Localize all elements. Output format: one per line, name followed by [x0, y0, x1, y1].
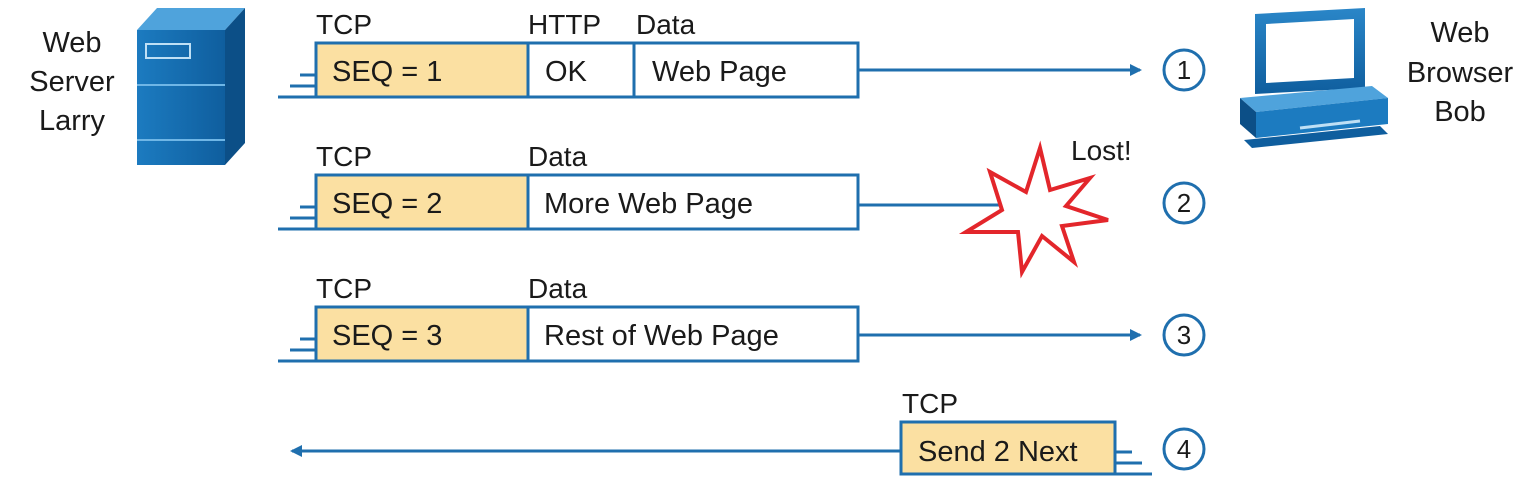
- computer-icon: [1240, 8, 1388, 148]
- segment-3-data: Rest of Web Page: [544, 320, 779, 352]
- segment-2-seq: SEQ = 2: [332, 188, 442, 220]
- step-4-marker: [1162, 427, 1206, 471]
- step-1-number: 1: [1177, 55, 1191, 85]
- segment-2-data: More Web Page: [544, 188, 753, 220]
- server-label-line-2: Server: [29, 66, 115, 98]
- step-3-marker: [1162, 313, 1206, 357]
- segment-1-tcp-field: [314, 41, 530, 99]
- lost-label: Lost!: [1071, 135, 1132, 166]
- segment-2-data-header: Data: [528, 141, 588, 172]
- segment-3-tcp-field: [314, 305, 530, 363]
- segment-1: TCP HTTP Data SEQ = 1 OK Web Page 1: [278, 9, 1206, 99]
- ack-field-text: Send 2 Next: [918, 436, 1078, 468]
- segment-1-data: Web Page: [652, 56, 787, 88]
- server-label-line-1: Web: [42, 27, 101, 59]
- server-label-line-3: Larry: [39, 105, 106, 137]
- segment-2-data-field: [526, 173, 860, 231]
- segment-2-tcp-header: TCP: [316, 141, 372, 172]
- segment-3: TCP Data SEQ = 3 Rest of Web Page 3: [278, 273, 1206, 363]
- explosion-icon: [958, 140, 1109, 279]
- segment-1-seq: SEQ = 1: [332, 56, 442, 88]
- ack-segment: TCP Send 2 Next 4: [290, 388, 1206, 476]
- segment-3-seq: SEQ = 3: [332, 320, 442, 352]
- client-label-line-3: Bob: [1434, 96, 1486, 128]
- client-label: Web Browser Bob: [1407, 17, 1514, 128]
- segment-1-http-header: HTTP: [528, 9, 601, 40]
- segment-1-tcp-header: TCP: [316, 9, 372, 40]
- client-label-line-2: Browser: [1407, 57, 1514, 89]
- segment-1-data-header: Data: [636, 9, 696, 40]
- step-3-number: 3: [1177, 320, 1191, 350]
- segment-1-http: OK: [545, 56, 588, 88]
- step-2-marker: [1162, 181, 1206, 225]
- step-4-number: 4: [1177, 434, 1191, 464]
- segment-3-tcp-header: TCP: [316, 273, 372, 304]
- server-label: Web Server Larry: [29, 27, 115, 137]
- step-1-marker: [1162, 48, 1206, 92]
- step-2-number: 2: [1177, 188, 1191, 218]
- ack-tcp-header: TCP: [902, 388, 958, 419]
- segment-3-data-header: Data: [528, 273, 588, 304]
- segment-1-data-field: [632, 41, 860, 99]
- segment-2-tcp-field: [314, 173, 530, 231]
- segment-2: TCP Data SEQ = 2 More Web Page Lost! 2: [278, 135, 1206, 279]
- segment-3-data-field: [526, 305, 860, 363]
- client-label-line-1: Web: [1430, 17, 1489, 49]
- server-icon: [137, 8, 245, 165]
- ack-tcp-field: [899, 420, 1117, 476]
- segment-1-http-field: [526, 41, 636, 99]
